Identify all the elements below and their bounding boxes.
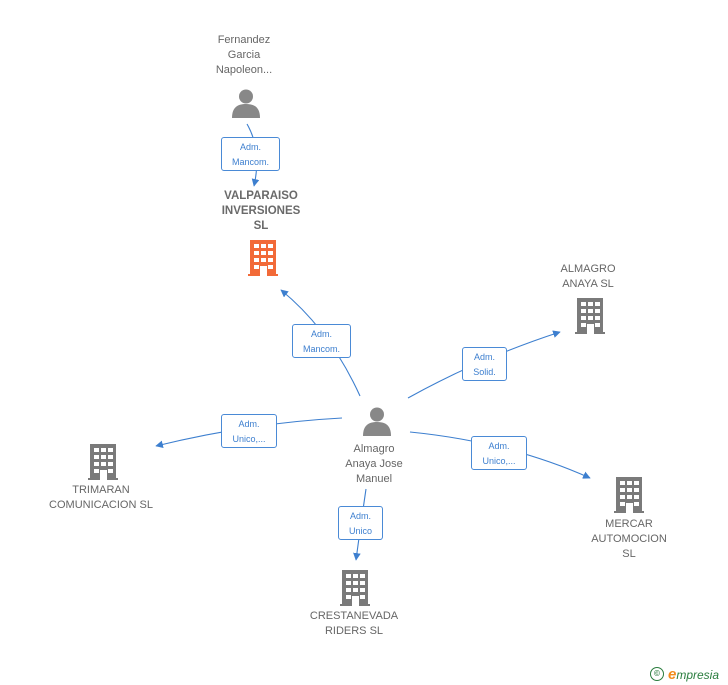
- copyright-icon: ©: [650, 667, 664, 681]
- node-label-crestanevada[interactable]: CRESTANEVADA RIDERS SL: [309, 610, 399, 637]
- edge-role-fernandez-valparaiso: Adm. Mancom.: [221, 137, 280, 171]
- building-icon[interactable]: [248, 240, 278, 276]
- person-icon[interactable]: [232, 89, 260, 119]
- person-icon[interactable]: [363, 407, 391, 437]
- building-icon[interactable]: [340, 570, 370, 606]
- edge-role-almagro-trimaran: Adm. Unico,...: [221, 414, 277, 448]
- edge-role-almagro-almagrosl: Adm. Solid.: [462, 347, 507, 381]
- building-icon[interactable]: [88, 444, 118, 480]
- edge-role-almagro-crestanevada: Adm. Unico: [338, 506, 383, 540]
- brand-name: mpresia: [676, 667, 720, 682]
- node-label-almagro-sl[interactable]: ALMAGRO ANAYA SL: [560, 263, 616, 290]
- building-icon[interactable]: [614, 477, 644, 513]
- node-label-mercar[interactable]: MERCAR AUTOMOCION SL: [591, 518, 667, 560]
- edge-role-almagro-valparaiso: Adm. Mancom.: [292, 324, 351, 358]
- node-label-almagro-person[interactable]: Almagro Anaya Jose Manuel: [345, 443, 403, 485]
- node-label-fernandez[interactable]: Fernandez Garcia Napoleon...: [215, 34, 273, 76]
- building-icon[interactable]: [575, 298, 605, 334]
- brand-initial: e: [668, 665, 677, 683]
- node-label-valparaiso[interactable]: VALPARAISO INVERSIONES SL: [221, 190, 301, 232]
- node-label-trimaran[interactable]: TRIMARAN COMUNICACION SL: [49, 484, 153, 511]
- edge-role-almagro-mercar: Adm. Unico,...: [471, 436, 527, 470]
